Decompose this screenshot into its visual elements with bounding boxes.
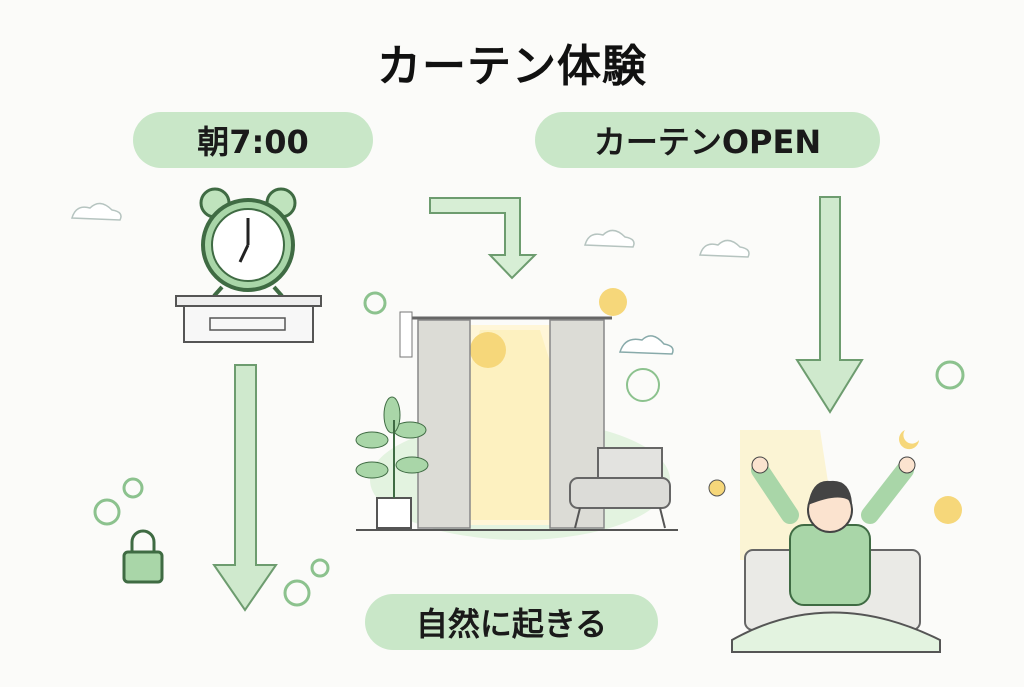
step-curtain-open-pill: カーテンOPEN: [535, 112, 880, 168]
step-wake-up-pill: 自然に起きる: [365, 594, 658, 650]
page-title: カーテン体験: [377, 41, 647, 92]
decorations: [71, 202, 965, 607]
bent-arrow: [429, 197, 538, 280]
alarm-clock-icon: [199, 187, 297, 298]
curtain-scene: [355, 288, 678, 540]
down-arrow-left: [212, 364, 278, 612]
step-morning-pill: 朝7:00: [133, 112, 373, 168]
down-arrow-right: [795, 196, 864, 414]
waking-person: [708, 430, 962, 653]
nightstand: [175, 295, 322, 343]
